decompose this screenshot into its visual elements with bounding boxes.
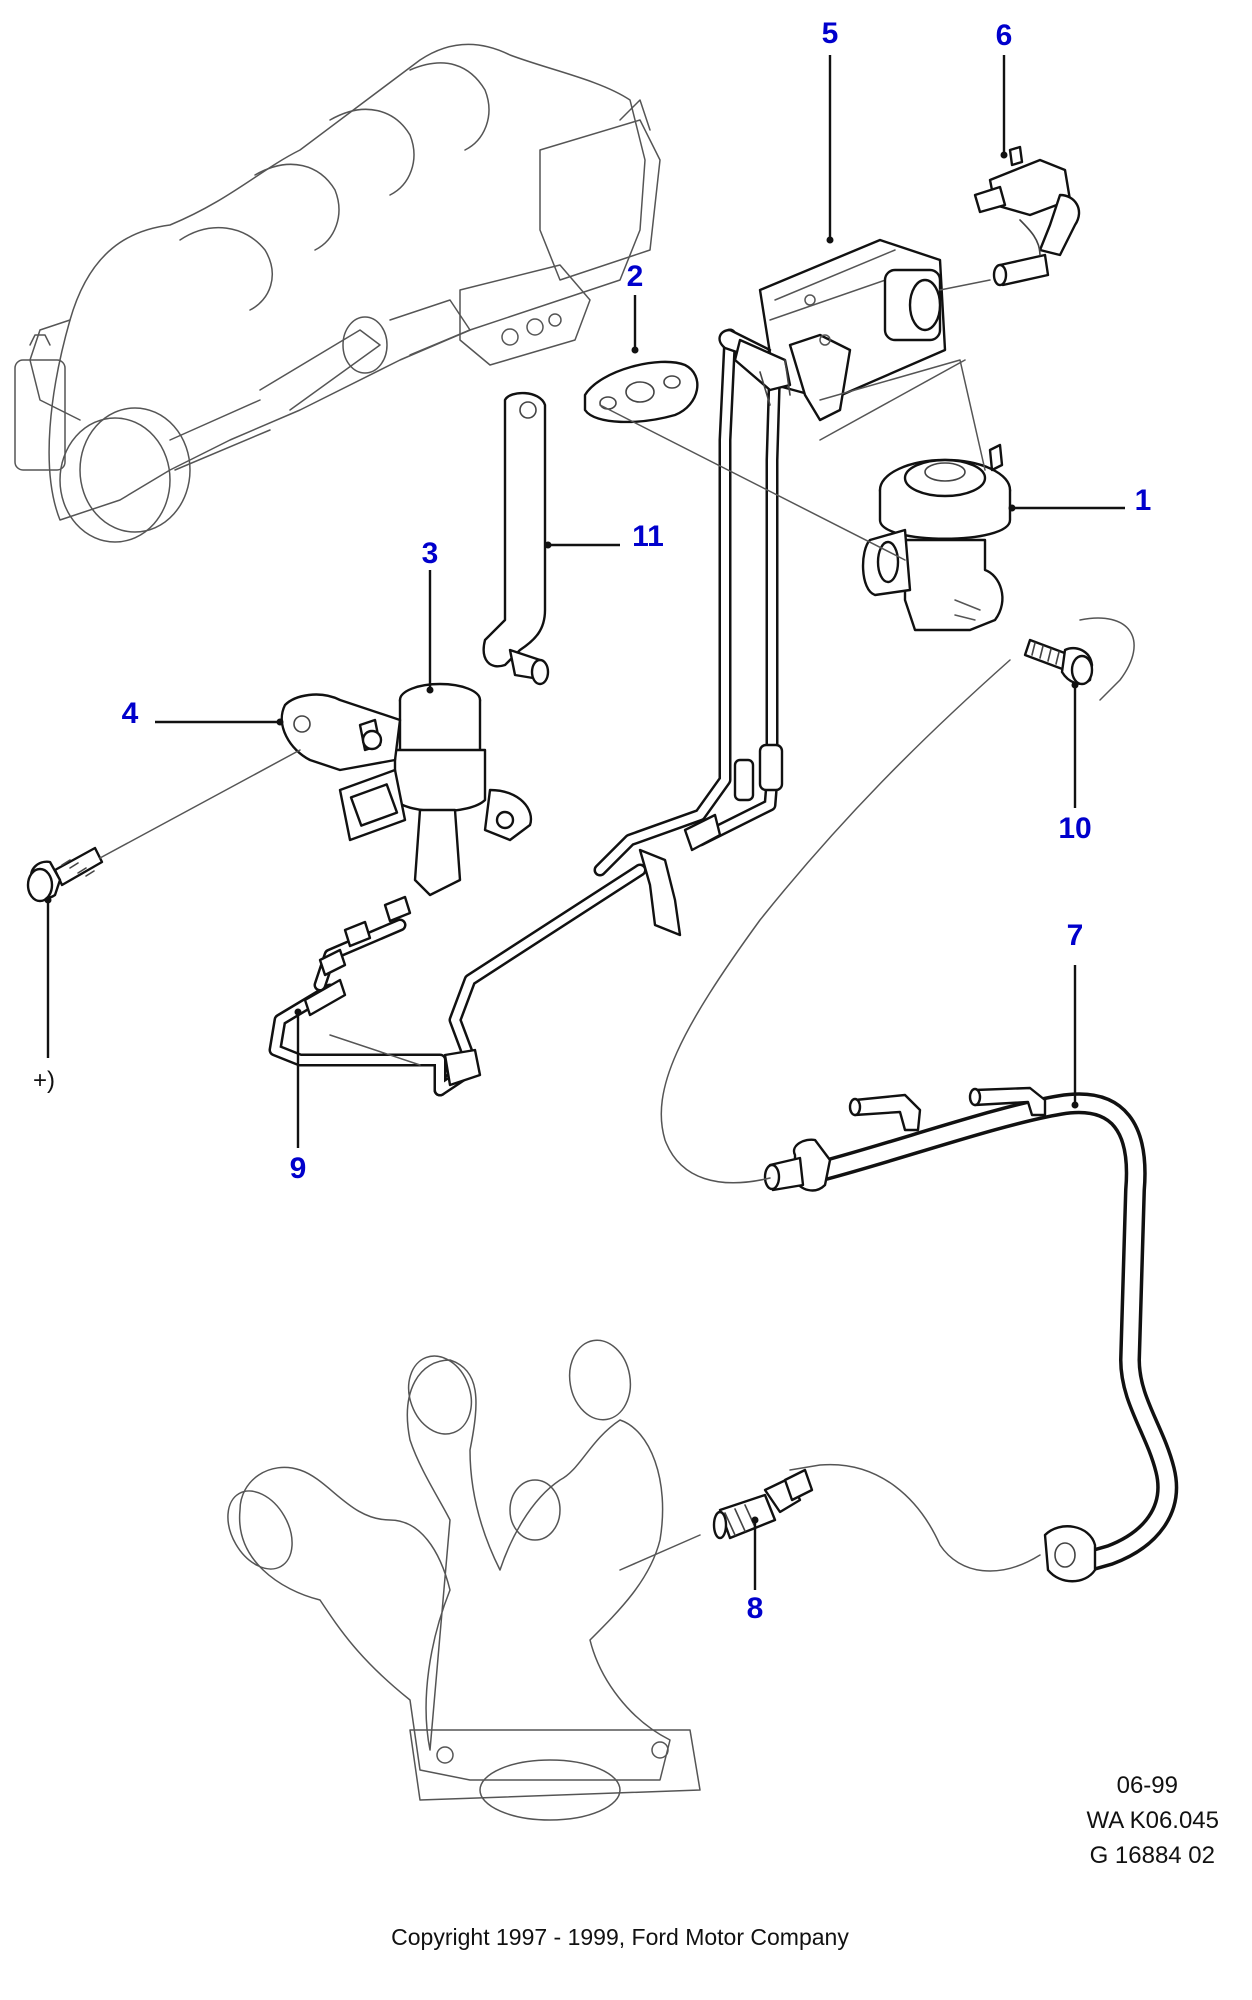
callout-11: 11 (632, 520, 664, 553)
callout-8: 8 (747, 1592, 764, 1625)
leader-lines (44, 55, 1125, 1590)
callout-labels: 5 6 1 2 11 3 4 10 7 9 8 +) (33, 17, 1151, 1625)
egr-bolt (1023, 638, 1094, 686)
vacuum-sensor (973, 145, 1081, 287)
gasket (583, 360, 906, 561)
callout-9: 9 (290, 1152, 307, 1185)
solenoid-bracket (280, 693, 402, 772)
egr-valve (819, 359, 1012, 632)
reference-date: 06-99 (1117, 1772, 1178, 1799)
note-marker: +) (33, 1067, 55, 1094)
egr-modulator (718, 238, 991, 422)
reference-figure: G 16884 02 (1090, 1842, 1215, 1869)
bolt-left (26, 749, 301, 903)
callout-4: 4 (122, 697, 139, 730)
callout-1: 1 (1135, 484, 1152, 517)
reference-code: WA K06.045 (1086, 1807, 1219, 1834)
callout-10: 10 (1058, 812, 1091, 845)
exhaust-manifold-outline (227, 1339, 701, 1821)
vacuum-hose-assembly (268, 328, 784, 1097)
callout-2: 2 (627, 260, 644, 293)
copyright-notice: Copyright 1997 - 1999, Ford Motor Compan… (391, 1924, 849, 1950)
callout-7: 7 (1067, 919, 1084, 952)
engine-outline (14, 43, 661, 543)
vacuum-solenoid (338, 682, 533, 897)
callout-5: 5 (822, 17, 839, 50)
callout-6: 6 (996, 19, 1013, 52)
egr-pipe (660, 617, 1179, 1583)
callout-3: 3 (422, 537, 439, 570)
pipe-adapter (619, 1468, 814, 1571)
bracket (482, 391, 550, 686)
reference-block: 06-99 WA K06.045 G 16884 02 (1086, 1772, 1219, 1869)
